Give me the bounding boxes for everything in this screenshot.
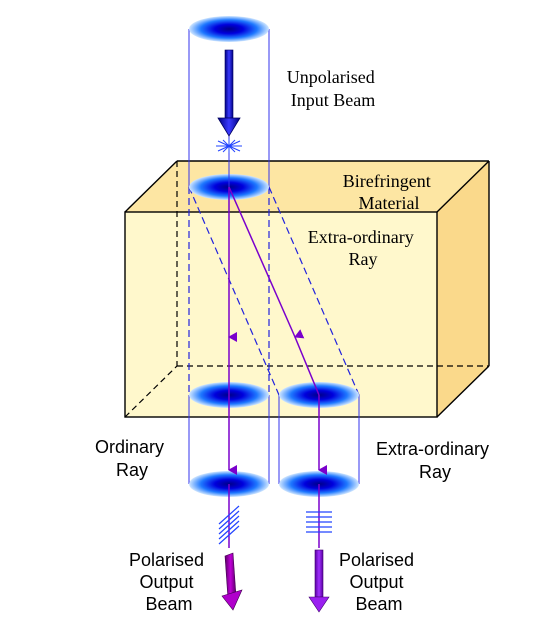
output-left-arrow-icon bbox=[221, 552, 243, 611]
material-label: Birefringent Material bbox=[343, 171, 435, 213]
input-beam-label: Unpolarised Input Beam bbox=[287, 67, 379, 110]
horizontal-polarization-icon bbox=[306, 511, 332, 533]
input-arrow-icon bbox=[217, 49, 241, 137]
extraordinary-outside-label: Extra-ordinary Ray bbox=[376, 439, 494, 482]
input-beam-spot bbox=[189, 16, 269, 42]
block-visible-edges bbox=[124, 160, 490, 418]
birefringent-block bbox=[124, 160, 490, 418]
diagonal-polarization-icon bbox=[218, 505, 240, 545]
output-left-label: Polarised Output Beam bbox=[129, 550, 209, 614]
output-right-label: Polarised Output Beam bbox=[339, 550, 419, 614]
input-beam-cylinder bbox=[188, 29, 270, 187]
output-right-arrow-icon bbox=[308, 549, 330, 613]
unpolarised-star-icon bbox=[216, 139, 242, 153]
output-beam-cylinders bbox=[188, 395, 360, 484]
extraordinary-ray-inside bbox=[228, 186, 305, 339]
ordinary-ray-label: Ordinary Ray bbox=[95, 437, 169, 480]
block-right-face bbox=[437, 161, 489, 417]
extraordinary-inside-label: Extra-ordinary Ray bbox=[308, 227, 418, 269]
ray-lines bbox=[228, 135, 327, 548]
refraction-guides bbox=[188, 186, 360, 396]
